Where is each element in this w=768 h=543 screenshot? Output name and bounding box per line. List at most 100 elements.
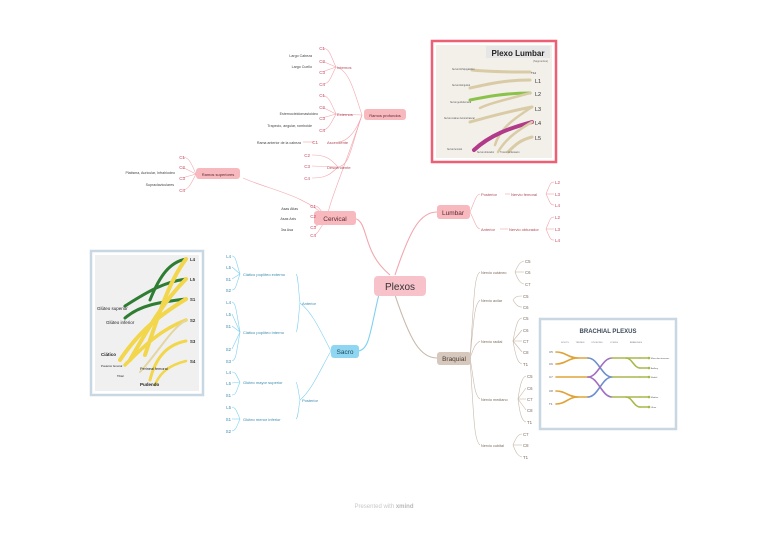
svg-text:Sacro: Sacro bbox=[337, 349, 354, 356]
level-label: C3 bbox=[304, 164, 310, 169]
nerve-label: Nervio cutáneo bbox=[481, 271, 507, 275]
svg-text:Glúteo superior: Glúteo superior bbox=[97, 306, 128, 311]
sacro-node[interactable]: Sacro bbox=[331, 345, 359, 358]
central-topic[interactable]: Plexos bbox=[374, 276, 426, 296]
level-label: C1 bbox=[179, 155, 185, 160]
lumbar-branch: Lumbar Posterior Nervio femoral Anterior… bbox=[437, 180, 561, 243]
svg-text:C6: C6 bbox=[549, 362, 553, 366]
svg-text:L5: L5 bbox=[226, 381, 231, 386]
central-topic-label: Plexos bbox=[385, 282, 415, 293]
svg-text:L4: L4 bbox=[190, 257, 196, 262]
svg-text:Glúteo inferior: Glúteo inferior bbox=[106, 320, 135, 325]
svg-text:L2: L2 bbox=[555, 180, 561, 185]
svg-text:Axillary: Axillary bbox=[651, 367, 659, 370]
svg-text:C5: C5 bbox=[523, 294, 529, 299]
main-connectors bbox=[352, 211, 438, 359]
svg-text:T12: T12 bbox=[531, 71, 537, 75]
ramos-superiores-node[interactable]: Ramos superiores bbox=[196, 168, 240, 179]
lumbar-anterior-label: Anterior bbox=[481, 227, 496, 232]
svg-text:S1: S1 bbox=[190, 297, 196, 302]
svg-text:C7: C7 bbox=[549, 375, 553, 379]
svg-text:L5: L5 bbox=[226, 312, 231, 317]
svg-text:T1: T1 bbox=[527, 420, 533, 425]
lumbar-node[interactable]: Lumbar bbox=[437, 205, 470, 219]
svg-text:L4: L4 bbox=[535, 121, 541, 127]
svg-text:C5: C5 bbox=[523, 316, 529, 321]
svg-text:S3: S3 bbox=[190, 339, 196, 344]
level-label: C4 bbox=[310, 233, 316, 238]
plexo-lumbar-title: Plexo Lumbar bbox=[492, 49, 545, 58]
svg-text:S2: S2 bbox=[226, 347, 232, 352]
descendente-label: Descendente bbox=[327, 165, 351, 170]
svg-text:L3: L3 bbox=[555, 227, 561, 232]
nerve-label: Nervio mediano bbox=[481, 398, 508, 402]
lumbar-anterior-nerve: Nervio obturador bbox=[509, 227, 539, 232]
svg-text:Posterior femoral: Posterior femoral bbox=[101, 364, 123, 368]
lumbar-posterior-label: Posterior bbox=[481, 192, 498, 197]
ascendente-label: Ascendente bbox=[327, 140, 349, 145]
svg-text:C8: C8 bbox=[527, 408, 533, 413]
level-label: C4 bbox=[304, 176, 310, 181]
brachial-plexus-title: BRACHIAL PLEXUS bbox=[580, 329, 637, 335]
svg-text:C5: C5 bbox=[527, 374, 533, 379]
muscle-label: 3ra Asa bbox=[281, 228, 293, 232]
cervical-node[interactable]: Cervical bbox=[314, 211, 356, 225]
level-label: C1 bbox=[319, 46, 325, 51]
level-label: C4 bbox=[179, 188, 185, 193]
level-label: C3 bbox=[319, 70, 325, 75]
svg-text:L5: L5 bbox=[535, 136, 541, 142]
svg-text:Ramos superiores: Ramos superiores bbox=[202, 172, 234, 177]
svg-text:C7: C7 bbox=[523, 432, 529, 437]
svg-text:T1: T1 bbox=[523, 455, 529, 460]
svg-text:L4: L4 bbox=[555, 238, 561, 243]
sacro-group-label: Ciático poplíteo externo bbox=[243, 272, 286, 277]
plexo-lumbar-subtitle: (Segmentos) bbox=[533, 59, 548, 63]
svg-text:C6: C6 bbox=[527, 386, 533, 391]
svg-text:C6: C6 bbox=[523, 328, 529, 333]
externos-label: Externos bbox=[337, 112, 353, 117]
svg-text:S2: S2 bbox=[226, 429, 232, 434]
svg-text:Nervio genitofemoral: Nervio genitofemoral bbox=[450, 101, 472, 104]
svg-text:L5: L5 bbox=[226, 405, 231, 410]
muscle-label: Rama anterior de la cabeza bbox=[257, 141, 301, 145]
svg-text:T1: T1 bbox=[523, 362, 529, 367]
svg-text:Braquial: Braquial bbox=[442, 356, 466, 363]
svg-text:L4: L4 bbox=[226, 254, 231, 259]
level-label: C1 bbox=[319, 93, 325, 98]
svg-text:S2: S2 bbox=[226, 288, 232, 293]
svg-text:CORDS: CORDS bbox=[610, 342, 618, 344]
svg-text:S1: S1 bbox=[226, 277, 232, 282]
svg-text:L4: L4 bbox=[226, 370, 231, 375]
nerve-label: Nervio axilar bbox=[481, 299, 503, 303]
svg-text:S1: S1 bbox=[226, 417, 232, 422]
muscle-label: Asas Axis bbox=[280, 217, 296, 221]
level-label: C3 bbox=[319, 116, 325, 121]
braquial-node[interactable]: Braquial bbox=[437, 352, 471, 365]
svg-text:Nervio obturador: Nervio obturador bbox=[477, 151, 494, 154]
sacro-group-label: Ciático poplíteo interno bbox=[243, 330, 285, 335]
level-label: C2 bbox=[319, 59, 325, 64]
sacro-group-label: Glúteo menor inferior bbox=[243, 417, 281, 422]
footer-prefix: Presented with bbox=[354, 504, 395, 510]
svg-text:C6: C6 bbox=[525, 270, 531, 275]
svg-text:S3: S3 bbox=[226, 359, 232, 364]
svg-text:Tronco lumbosacro: Tronco lumbosacro bbox=[500, 151, 520, 154]
ramos-profundos-node[interactable]: Ramos profundos bbox=[364, 109, 406, 120]
muscle-label: Supraclaviculares bbox=[146, 183, 175, 187]
internos-label: Internos bbox=[337, 65, 351, 70]
svg-text:L2: L2 bbox=[535, 92, 541, 98]
svg-text:L4: L4 bbox=[226, 300, 231, 305]
svg-text:Pudendo: Pudendo bbox=[140, 382, 159, 387]
svg-text:Ciático: Ciático bbox=[101, 352, 116, 357]
sacral-plexus-image: L4 L5 S1 S2 S3 S4 Glúteo superior Glúteo… bbox=[89, 249, 205, 397]
svg-text:S4: S4 bbox=[190, 359, 196, 364]
brachial-plexus-image: BRACHIAL PLEXUS ROOTS TRUNKS DIVISIONS C… bbox=[538, 317, 678, 431]
level-label: C2 bbox=[310, 214, 316, 219]
svg-text:L2: L2 bbox=[555, 215, 561, 220]
svg-text:Cervical: Cervical bbox=[323, 216, 347, 223]
svg-text:Perineal femoral: Perineal femoral bbox=[140, 367, 168, 371]
svg-text:T1: T1 bbox=[549, 402, 553, 406]
xmind-brand: xmind bbox=[395, 504, 414, 510]
svg-text:S1: S1 bbox=[226, 393, 232, 398]
